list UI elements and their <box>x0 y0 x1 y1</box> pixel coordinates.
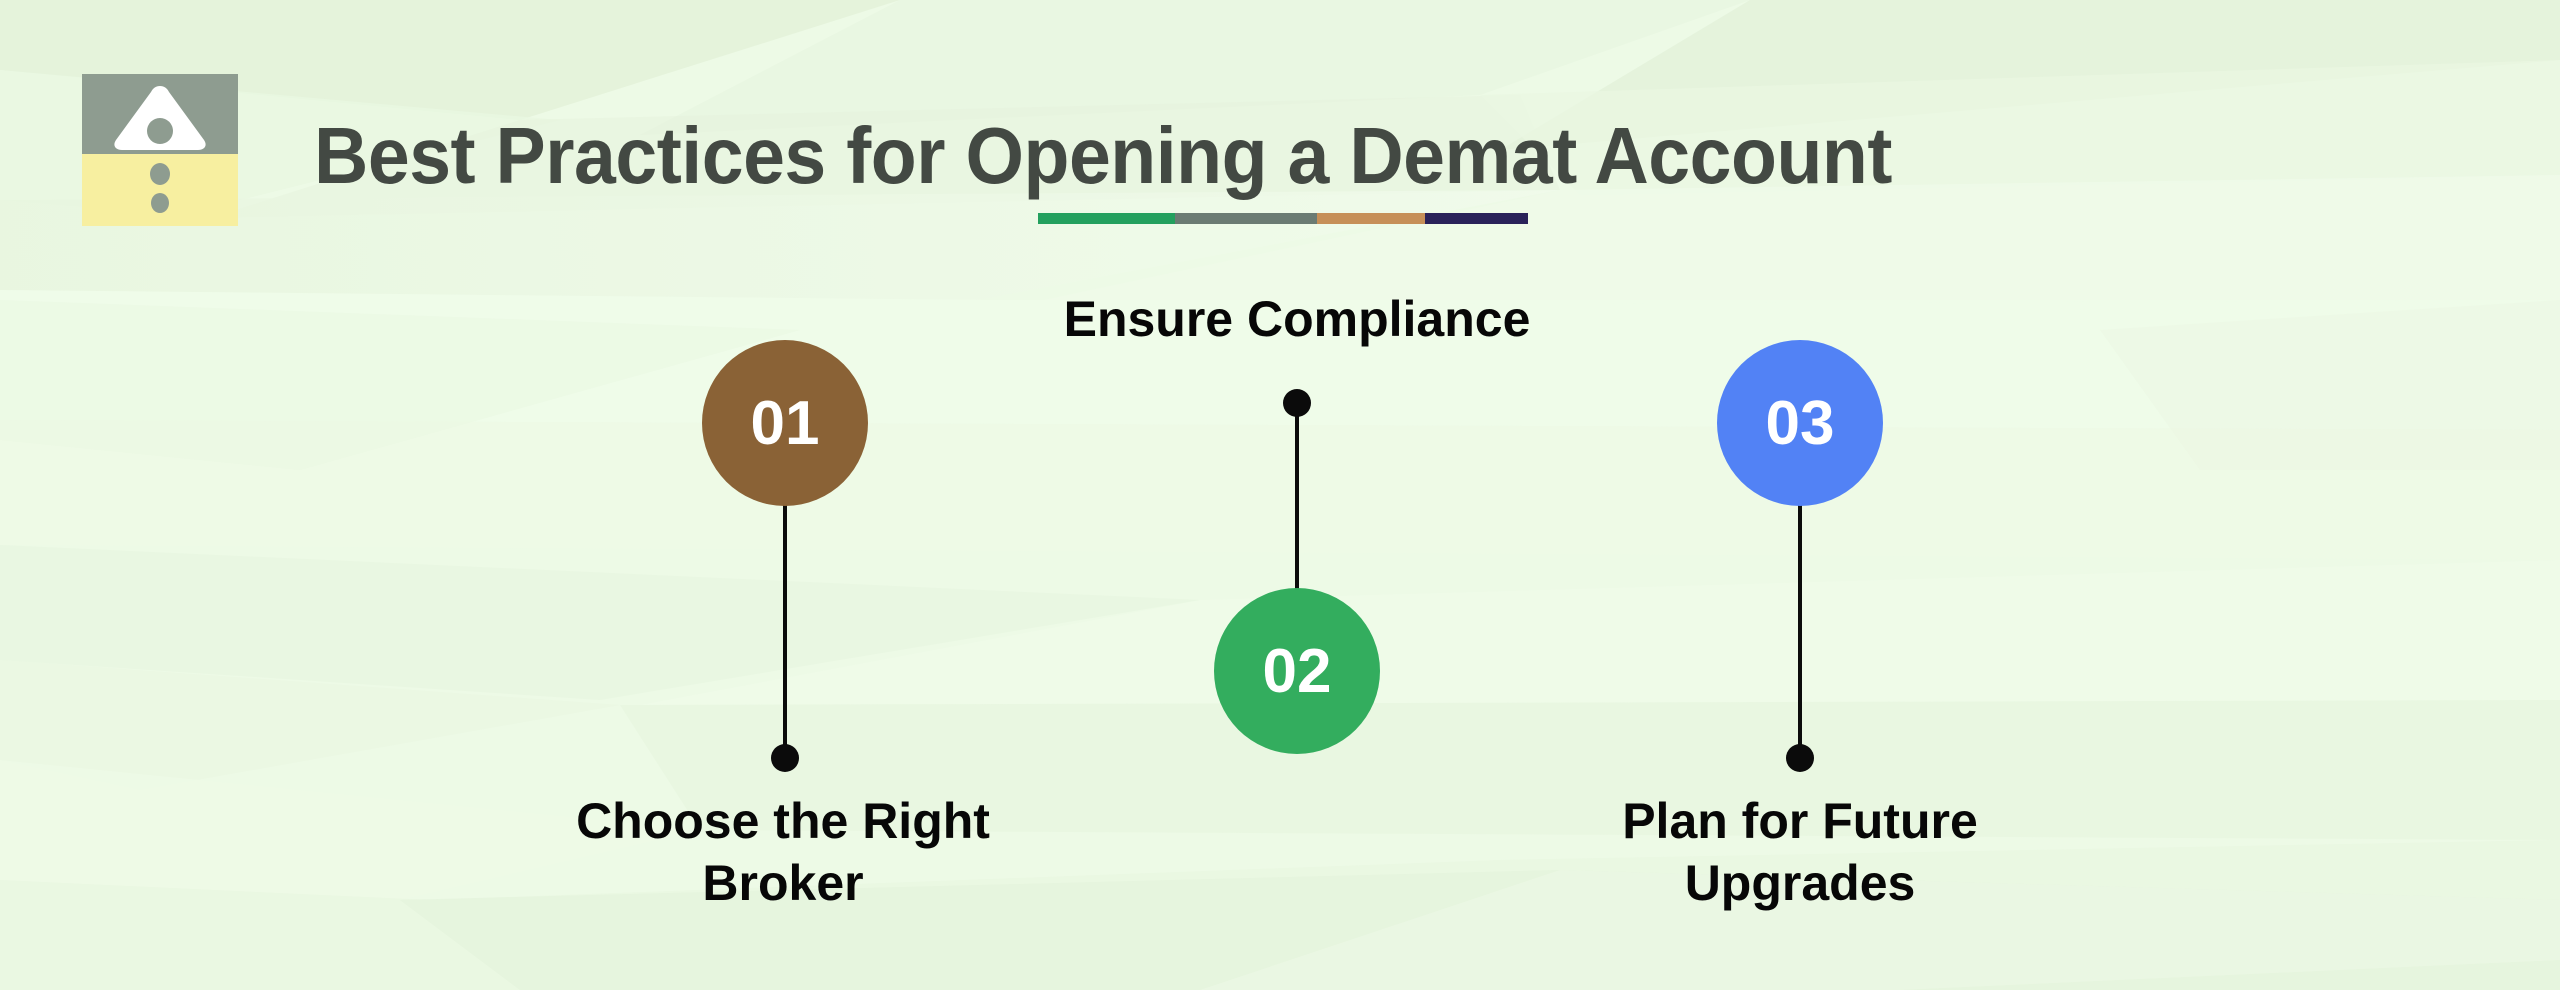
divider-segment-tan <box>1317 213 1426 224</box>
page-title: Best Practices for Opening a Demat Accou… <box>314 110 1892 200</box>
divider-segment-gray <box>1175 213 1318 224</box>
step-02-label: Ensure Compliance <box>1063 291 1531 347</box>
step-03-number: 03 <box>1765 388 1835 458</box>
step-03-badge[interactable]: 03 <box>1717 340 1883 506</box>
step-01-number: 01 <box>750 388 820 458</box>
step-02-connector <box>1295 400 1299 600</box>
step-01-connector <box>783 455 787 760</box>
title-divider <box>1038 213 1528 224</box>
step-02-number: 02 <box>1262 636 1332 706</box>
step-01-badge[interactable]: 01 <box>702 340 868 506</box>
step-02-badge[interactable]: 02 <box>1214 588 1380 754</box>
step-03-label: Plan for Future Upgrades <box>1622 793 1978 911</box>
logo-triangle-center-dot <box>147 118 173 144</box>
logo-dot-lower <box>151 193 169 213</box>
step-03-connector <box>1798 455 1802 760</box>
divider-segment-navy <box>1425 213 1528 224</box>
step-03-endpoint-dot <box>1786 744 1814 772</box>
logo-dot-upper <box>150 163 170 185</box>
brand-logo <box>82 74 238 226</box>
step-01-label: Choose the Right Broker <box>576 793 990 911</box>
step-02-endpoint-dot <box>1283 389 1311 417</box>
divider-segment-green <box>1038 213 1176 224</box>
step-01-endpoint-dot <box>771 744 799 772</box>
